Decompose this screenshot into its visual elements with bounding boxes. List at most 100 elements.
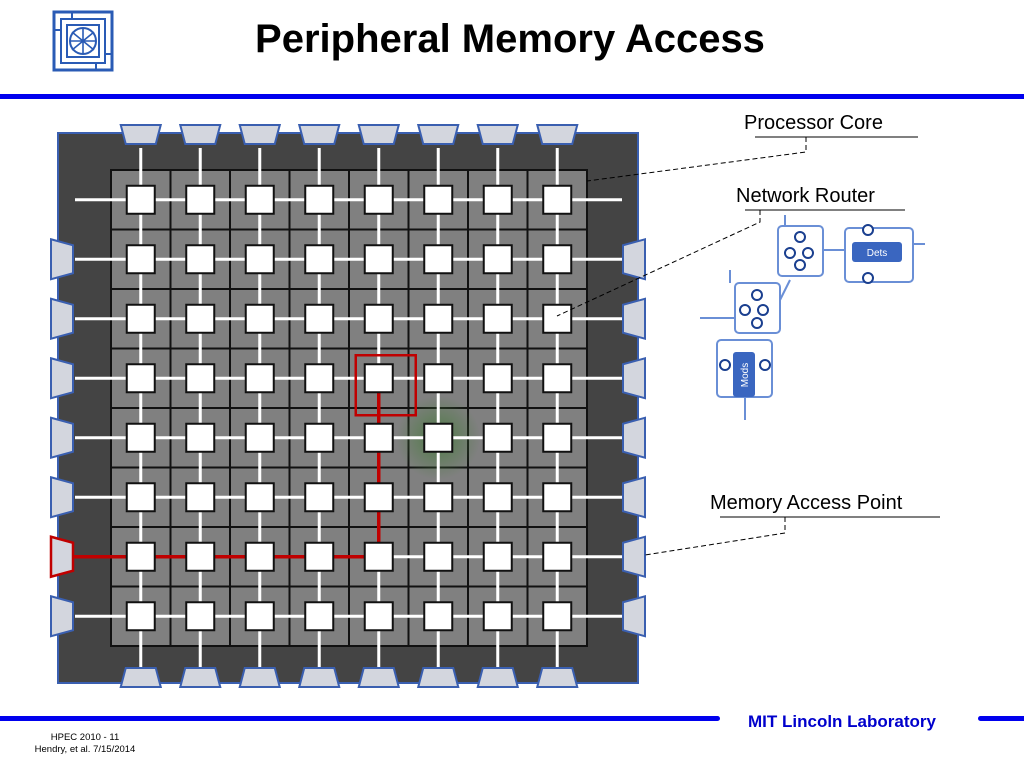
slide-title: Peripheral Memory Access <box>255 17 765 61</box>
router-node <box>304 303 335 334</box>
router-node <box>363 541 394 572</box>
router-node <box>125 422 156 453</box>
router-node <box>363 184 394 215</box>
router-node <box>244 184 275 215</box>
router-node <box>363 601 394 632</box>
memory-access-point-right <box>622 475 646 519</box>
router-node <box>304 363 335 394</box>
router-node <box>244 601 275 632</box>
router-node <box>542 184 573 215</box>
highlighted-core-outline <box>354 354 417 417</box>
router-detail-port <box>739 304 751 316</box>
router-detail-port <box>719 359 731 371</box>
memory-access-point-top <box>357 124 401 145</box>
router-node <box>304 482 335 513</box>
memory-access-point-bottom <box>178 667 222 688</box>
router-node <box>304 541 335 572</box>
memory-access-point-bottom <box>416 667 460 688</box>
network-router-label: Network Router <box>736 185 875 207</box>
router-node <box>125 482 156 513</box>
router-node <box>304 184 335 215</box>
memory-access-point-left <box>50 416 74 460</box>
memory-access-point-left <box>50 475 74 519</box>
router-node <box>363 482 394 513</box>
memory-access-point-left <box>50 297 74 341</box>
router-node <box>542 601 573 632</box>
lab-name: MIT Lincoln Laboratory <box>748 712 936 731</box>
processor-core-label: Processor Core <box>744 112 883 134</box>
router-detail-port <box>794 259 806 271</box>
memory-access-point-top <box>119 124 163 145</box>
footer-presentation-id: HPEC 2010 - 11 <box>50 732 120 743</box>
router-node <box>542 363 573 394</box>
footer-divider-end <box>978 716 1024 721</box>
memory-access-point-top <box>476 124 520 145</box>
router-node <box>244 363 275 394</box>
router-detail-port <box>862 224 874 236</box>
mit-ll-logo-icon <box>52 10 114 72</box>
router-node <box>482 244 513 275</box>
router-node <box>423 601 454 632</box>
router-detail-port <box>802 247 814 259</box>
router-node <box>482 422 513 453</box>
router-node <box>482 482 513 513</box>
router-node <box>423 541 454 572</box>
memory-access-point-right <box>622 535 646 579</box>
router-node <box>542 482 573 513</box>
memory-access-point-bottom <box>535 667 579 688</box>
router-node <box>185 422 216 453</box>
router-node <box>363 244 394 275</box>
memory-access-point-label: Memory Access Point <box>710 492 903 514</box>
memory-access-point-left <box>50 237 74 281</box>
router-node <box>185 541 216 572</box>
router-node <box>244 244 275 275</box>
router-node <box>542 422 573 453</box>
title-divider <box>0 94 1024 99</box>
router-node <box>244 303 275 334</box>
memory-access-point-top <box>238 124 282 145</box>
memory-access-point-top <box>416 124 460 145</box>
router-detail-dets-block <box>844 227 914 283</box>
router-detail-router-box <box>734 282 781 334</box>
router-node <box>304 422 335 453</box>
router-node <box>542 303 573 334</box>
router-node <box>363 422 394 453</box>
router-node <box>125 303 156 334</box>
router-detail-port <box>751 317 763 329</box>
router-node <box>125 541 156 572</box>
router-node <box>423 244 454 275</box>
router-detail-port <box>784 247 796 259</box>
router-node <box>185 303 216 334</box>
router-node <box>244 541 275 572</box>
footer-author-date: Hendry, et al. 7/15/2014 <box>34 744 136 755</box>
memory-access-point-bottom <box>119 667 163 688</box>
memory-access-point-top <box>178 124 222 145</box>
memory-access-point-right <box>622 237 646 281</box>
memory-access-point-right <box>622 356 646 400</box>
router-detail-dets-box <box>852 242 902 262</box>
router-node <box>125 601 156 632</box>
router-node <box>185 363 216 394</box>
memory-access-point-left <box>50 356 74 400</box>
router-node <box>423 363 454 394</box>
footer-divider <box>0 716 720 721</box>
router-node <box>125 244 156 275</box>
memory-access-point-bottom <box>238 667 282 688</box>
router-node <box>542 244 573 275</box>
memory-access-point-top <box>535 124 579 145</box>
router-node <box>244 482 275 513</box>
router-detail-port <box>751 289 763 301</box>
router-node <box>423 422 454 453</box>
router-detail-mods-text: Mods <box>740 363 751 387</box>
router-node <box>482 601 513 632</box>
router-node <box>423 184 454 215</box>
router-node <box>363 363 394 394</box>
router-node <box>363 303 394 334</box>
memory-access-point-bottom <box>357 667 401 688</box>
router-node <box>125 184 156 215</box>
router-detail-mods-box <box>733 352 755 397</box>
router-node <box>482 363 513 394</box>
router-node <box>423 482 454 513</box>
